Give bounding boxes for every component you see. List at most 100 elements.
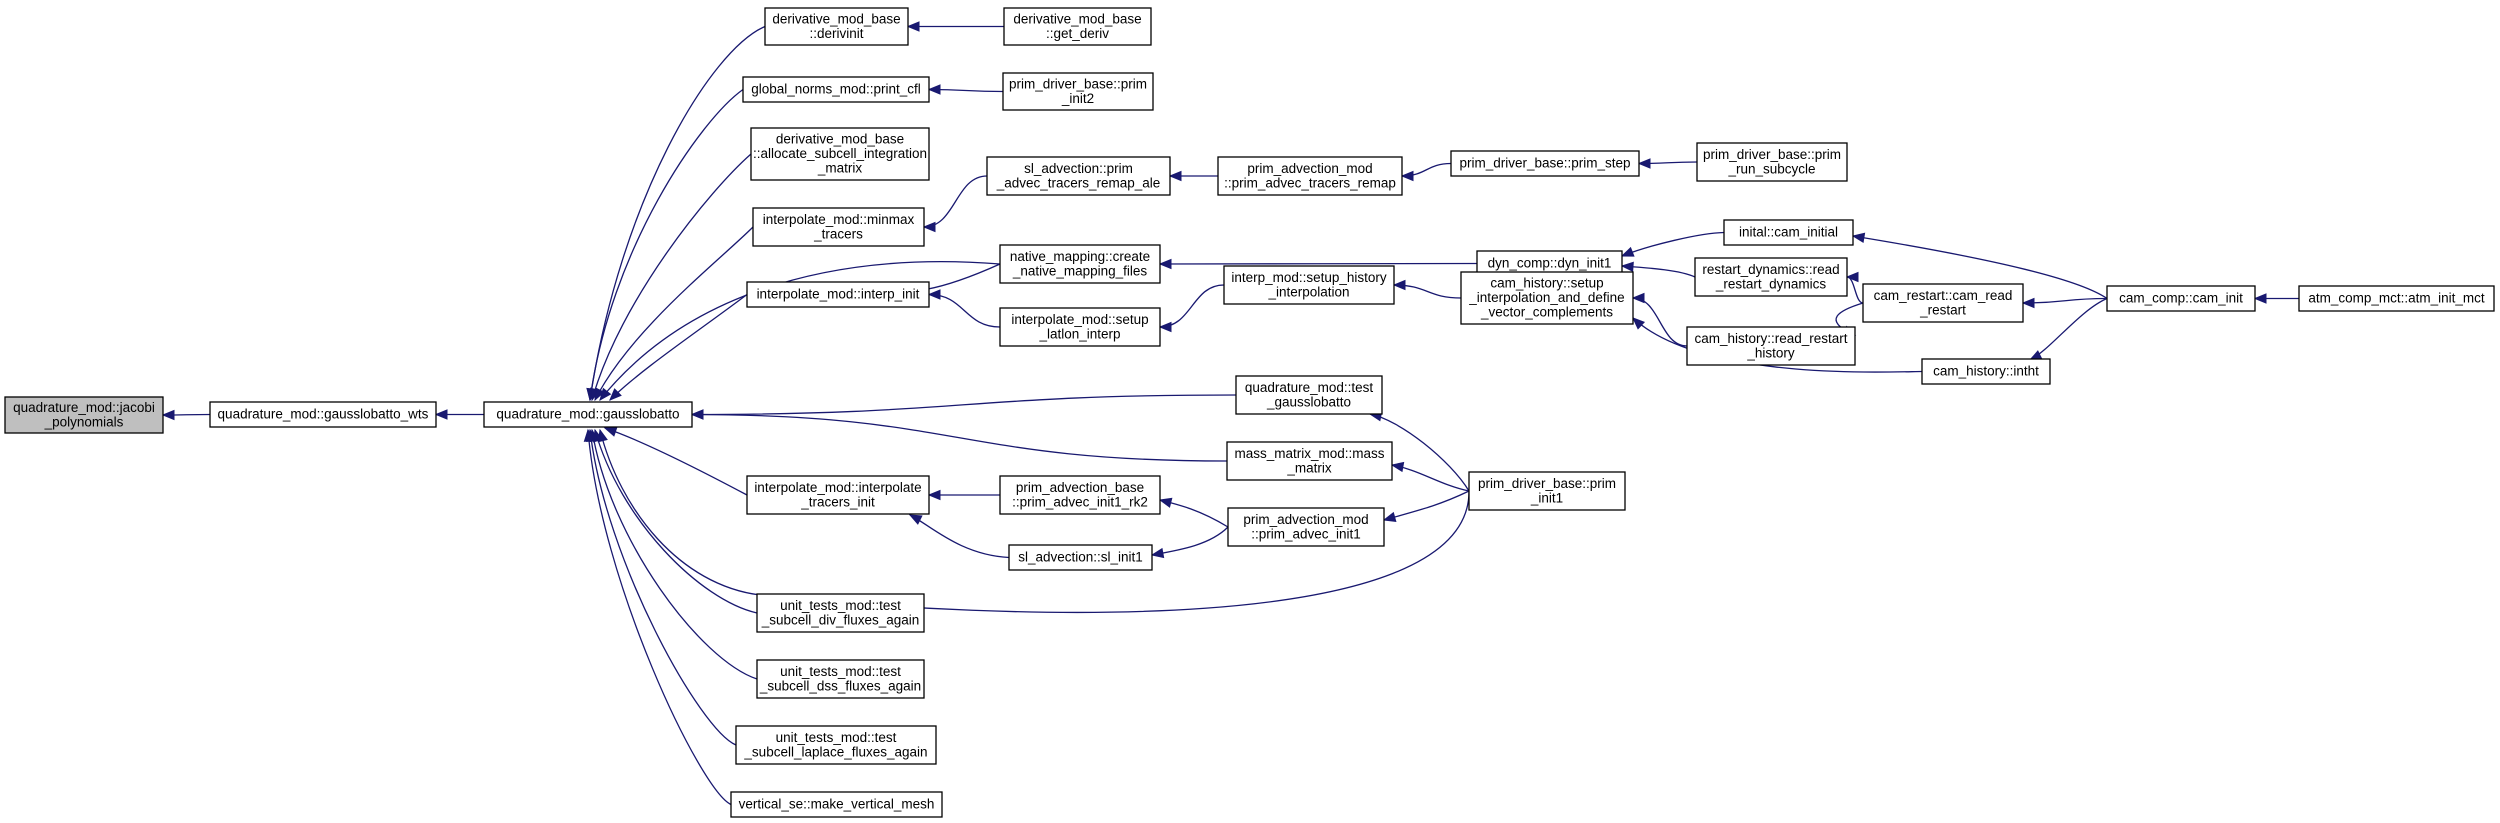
node-label-line: global_norms_mod::print_cfl	[751, 82, 921, 97]
node-slremap[interactable]: sl_advection::prim_advec_tracers_remap_a…	[986, 156, 1171, 196]
call-edge	[690, 394, 1237, 420]
node-label-line: _matrix	[1286, 460, 1332, 475]
node-nativemap[interactable]: native_mapping::create_native_mapping_fi…	[999, 244, 1161, 284]
arrow-head-icon	[1637, 158, 1651, 169]
arrow-head-icon	[1158, 258, 1172, 270]
edge-line	[1632, 317, 1923, 373]
arrow-head-icon	[609, 388, 622, 401]
call-edge	[609, 293, 748, 401]
node-setuphist[interactable]: interp_mod::setup_history_interpolation	[1223, 265, 1395, 305]
node-label-line: prim_advection_mod	[1247, 161, 1372, 176]
node-primremap[interactable]: prim_advection_mod::prim_advec_tracers_r…	[1217, 156, 1403, 196]
edge-line	[1852, 235, 2108, 300]
node-label-line: interpolate_mod::interp_init	[757, 287, 920, 302]
node-minmax[interactable]: interpolate_mod::minmax_tracers	[752, 207, 925, 247]
node-priminit1[interactable]: prim_driver_base::prim_init1	[1468, 471, 1626, 511]
node-label-line: interpolate_mod::setup	[1011, 312, 1148, 327]
node-label-line: ::derivinit	[809, 26, 863, 41]
node-label-line: sl_advection::sl_init1	[1018, 550, 1143, 565]
call-edge	[603, 426, 748, 496]
node-box	[1217, 156, 1403, 196]
node-printcfl[interactable]: global_norms_mod::print_cfl	[742, 76, 930, 103]
node-primstep[interactable]: prim_driver_base::prim_step	[1450, 150, 1640, 177]
node-readrestdyn[interactable]: restart_dynamics::read_restart_dynamics	[1694, 257, 1848, 297]
node-subcycle[interactable]: prim_driver_base::prim_run_subcycle	[1696, 142, 1848, 182]
node-label-line: _native_mapping_files	[1012, 263, 1148, 278]
edge-line	[609, 293, 748, 401]
node-gl[interactable]: quadrature_mod::gausslobatto	[483, 401, 693, 428]
node-label-line: cam_history::intht	[1933, 364, 2039, 379]
node-caminit[interactable]: cam_comp::cam_init	[2106, 285, 2256, 312]
node-box	[1235, 375, 1383, 415]
node-box	[1921, 358, 2051, 385]
node-intht[interactable]: cam_history::intht	[1921, 358, 2051, 385]
arrow-head-icon	[161, 409, 175, 421]
node-box	[1008, 544, 1153, 571]
edge-line	[589, 429, 737, 746]
node-interptrac[interactable]: interpolate_mod::interpolate_tracers_ini…	[746, 475, 930, 515]
node-derivinit[interactable]: derivative_mod_base::derivinit	[764, 7, 909, 46]
node-box	[1723, 219, 1854, 246]
node-massmat[interactable]: mass_matrix_mod::mass_matrix	[1226, 441, 1393, 481]
node-slinit1[interactable]: sl_advection::sl_init1	[1008, 544, 1153, 571]
node-camhistsetup[interactable]: cam_history::setup_interpolation_and_def…	[1460, 271, 1634, 325]
node-qtest[interactable]: quadrature_mod::test_gausslobatto	[1235, 375, 1383, 415]
node-label-line: _init1	[1530, 490, 1563, 505]
node-label-line: _interpolation	[1267, 284, 1349, 299]
node-box	[483, 401, 693, 428]
node-allocsub[interactable]: derivative_mod_base::allocate_subcell_in…	[750, 127, 930, 181]
edge-line	[591, 153, 752, 401]
node-box	[735, 725, 937, 765]
node-label-line: _restart	[1919, 302, 1966, 317]
node-label-line: _subcell_div_fluxes_again	[761, 612, 920, 627]
node-box	[1226, 441, 1393, 481]
node-camread[interactable]: cam_restart::cam_read_restart	[1862, 283, 2024, 323]
call-edge	[583, 428, 732, 806]
node-setuplatlon[interactable]: interpolate_mod::setup_latlon_interp	[999, 307, 1161, 347]
arrow-head-icon	[1632, 317, 1646, 330]
node-interpinit[interactable]: interpolate_mod::interp_init	[746, 281, 930, 308]
node-box	[730, 791, 943, 818]
node-rk2[interactable]: prim_advection_base::prim_advec_init1_rk…	[999, 475, 1161, 515]
node-label-line: atm_comp_mct::atm_init_mct	[2308, 291, 2485, 306]
node-vertmesh[interactable]: vertical_se::make_vertical_mesh	[730, 791, 943, 818]
node-caminitial[interactable]: inital::cam_initial	[1723, 219, 1854, 246]
arrow-head-icon	[2253, 293, 2267, 304]
node-utdss[interactable]: unit_tests_mod::test_subcell_dss_fluxes_…	[756, 659, 925, 699]
call-edge	[2253, 293, 2300, 304]
node-label-line: prim_driver_base::prim_step	[1459, 156, 1630, 171]
node-readresthist[interactable]: cam_history::read_restart_history	[1686, 326, 1856, 366]
node-box	[999, 307, 1161, 347]
edge-line	[2022, 297, 2108, 304]
node-label-line: derivative_mod_base	[772, 11, 900, 26]
node-label-line: cam_comp::cam_init	[2119, 291, 2243, 306]
node-glwts[interactable]: quadrature_mod::gausslobatto_wts	[209, 401, 437, 428]
call-edge	[927, 289, 1001, 328]
call-edge	[927, 84, 1004, 95]
arrow-head-icon	[1168, 170, 1182, 182]
edge-line	[909, 514, 1010, 559]
arrow-head-icon	[594, 387, 605, 402]
node-priminit2[interactable]: prim_driver_base::prim_init2	[1002, 72, 1154, 111]
edge-line	[587, 429, 732, 806]
call-edge	[908, 514, 1010, 559]
node-jacobi[interactable]: quadrature_mod::jacobi_polynomials	[4, 396, 164, 434]
node-atminit[interactable]: atm_comp_mct::atm_init_mct	[2298, 285, 2495, 312]
call-edge	[586, 25, 766, 402]
call-edge	[922, 175, 988, 233]
call-edge	[1620, 261, 1696, 278]
node-utdiv[interactable]: unit_tests_mod::test_subcell_div_fluxes_…	[756, 593, 925, 633]
node-utlap[interactable]: unit_tests_mod::test_subcell_laplace_flu…	[735, 725, 937, 765]
node-label-line: cam_history::read_restart	[1694, 331, 1847, 346]
call-edge	[586, 88, 744, 402]
node-box	[756, 593, 925, 633]
node-label-line: ::prim_advec_tracers_remap	[1224, 175, 1396, 190]
node-box	[1223, 265, 1395, 305]
node-box	[1686, 326, 1856, 366]
arrow-head-icon	[2021, 297, 2035, 309]
call-edge	[2028, 297, 2108, 361]
node-box	[1227, 507, 1385, 547]
call-edge	[690, 409, 1228, 462]
node-advinit1[interactable]: prim_advection_mod::prim_advec_init1	[1227, 507, 1385, 547]
node-getderiv[interactable]: derivative_mod_base::get_deriv	[1003, 7, 1152, 46]
